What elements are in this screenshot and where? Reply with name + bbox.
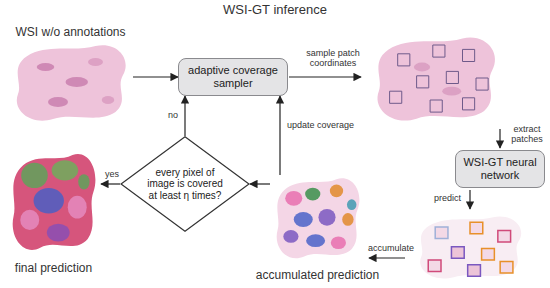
decision-diamond: every pixel of image is covered at least… [120, 136, 250, 232]
arrow-label: accumulate [366, 243, 416, 253]
edge-label: no [166, 110, 180, 120]
slide-image: accumulated prediction [270, 175, 365, 265]
image-caption: WSI w/o annotations [15, 25, 125, 39]
text-block: adaptive coverage sampler [179, 64, 287, 90]
diagram-title: WSI-GT inference [0, 2, 550, 17]
sample-arrow [289, 76, 361, 77]
process-box: WSI-GT neural network [455, 150, 545, 188]
box-text: WSI-GT neural network [456, 156, 544, 182]
edge-label: update coverage [285, 120, 356, 130]
flow-arrow [250, 183, 270, 184]
flow-arrow [133, 76, 178, 77]
flow-arrow [279, 96, 280, 175]
slide-image: WSI w/o annotations [8, 42, 133, 127]
sampled-slide [377, 38, 495, 121]
text-block: every pixel of image is covered at least… [145, 167, 226, 202]
arrow-label: predict [432, 193, 463, 203]
decision-text: every pixel of image is covered at least… [145, 167, 226, 202]
tissue-illustration [270, 175, 365, 265]
patch-predictions [420, 217, 521, 279]
image-caption: accumulated prediction [256, 268, 379, 282]
accumulate-arrow [369, 257, 405, 258]
tissue-illustration [8, 42, 133, 127]
box-text: adaptive coverage sampler [179, 64, 287, 90]
tissue-illustration [6, 150, 101, 258]
flow-arrow [101, 183, 120, 184]
predict-arrow [469, 190, 470, 209]
image-caption: final prediction [15, 261, 92, 275]
slide-image: final prediction [6, 150, 101, 258]
edge-label: yes [103, 169, 121, 179]
text-block: WSI-GT neural network [456, 156, 544, 182]
extract-arrow [499, 129, 500, 148]
arrow-label: extract patches [505, 124, 549, 145]
process-box: adaptive coverage sampler [178, 58, 288, 96]
arrow-label: sample patch coordinates [303, 48, 363, 69]
flow-arrow [184, 96, 185, 136]
